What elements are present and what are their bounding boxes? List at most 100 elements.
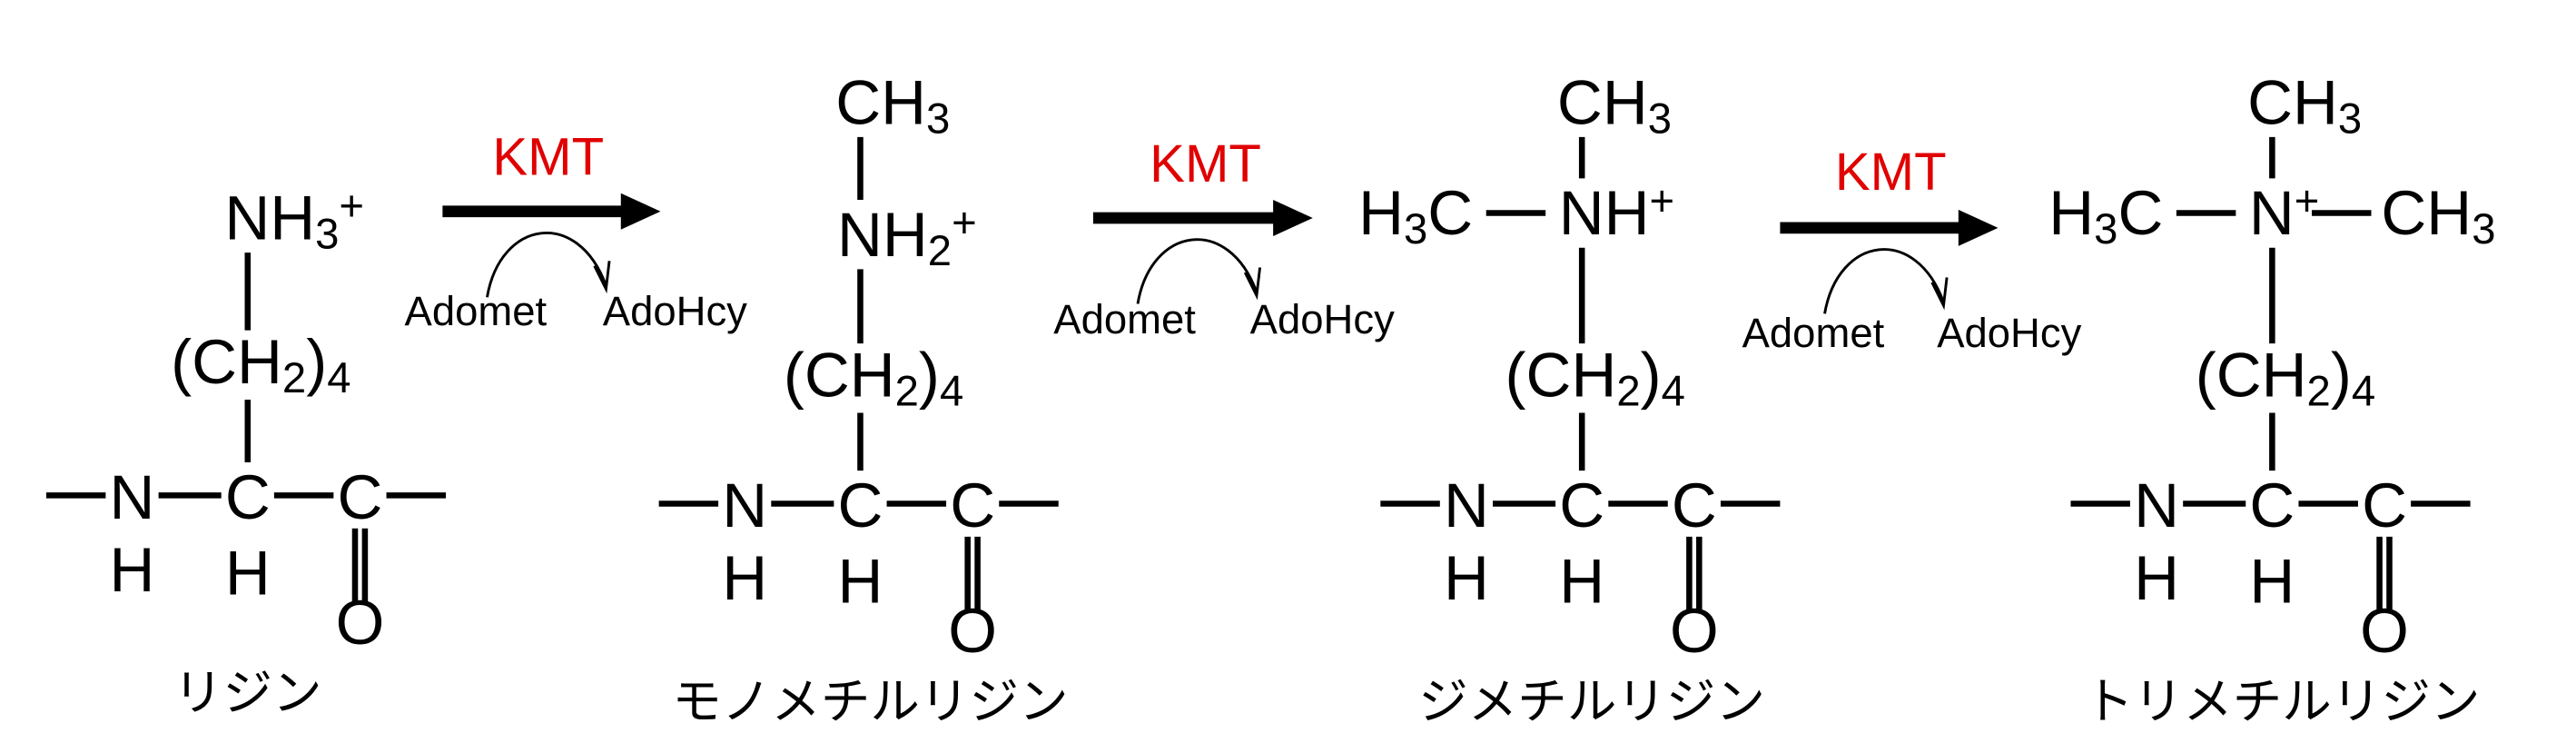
amide-hydrogen-text: H [110, 534, 155, 605]
amide-hydrogen: H [722, 542, 767, 613]
top-methyl-sub: 3 [2338, 95, 2362, 144]
left-methyl-sub: 3 [2094, 205, 2117, 253]
methylene-chain-text: ) [919, 339, 940, 410]
alpha-carbon: C [1559, 470, 1604, 540]
byproduct-label: AdoHcy [1250, 296, 1395, 342]
methylene-chain-text: (CH [1505, 339, 1617, 410]
carbonyl-oxygen-text: O [2360, 595, 2409, 666]
backbone-nitrogen: N [110, 461, 155, 532]
methylene-chain: (CH2)4 [171, 326, 350, 402]
amine-group-text: NH [837, 199, 928, 270]
carbonyl-oxygen: O [948, 595, 997, 666]
alpha-carbon-text: C [1559, 470, 1604, 540]
left-methyl: H3C [1358, 177, 1473, 253]
curved-arrow-icon [1136, 238, 1258, 304]
reaction-1: KMT Adomet AdoHcy [405, 128, 748, 334]
alpha-hydrogen: H [2249, 546, 2295, 617]
methylene-chain-sub: 4 [2352, 368, 2375, 416]
curved-arrow-head-icon [1243, 267, 1262, 301]
amine-group-sub: 2 [928, 227, 952, 275]
alpha-hydrogen: H [838, 546, 883, 617]
methylene-chain-sub: 4 [327, 354, 350, 402]
enzyme-label-text: KMT [1150, 134, 1261, 193]
left-methyl-sub: 3 [1404, 205, 1427, 253]
methylene-chain-sub: 2 [282, 354, 306, 402]
methylene-chain-text: ) [306, 326, 327, 397]
carbonyl-carbon: C [1672, 470, 1717, 540]
enzyme-label: KMT [492, 128, 604, 187]
amine-group-text: N [2249, 177, 2295, 248]
amine-group-sup: + [952, 199, 977, 247]
amine-group: NH2+ [837, 199, 977, 275]
right-methyl: CH3 [2381, 177, 2495, 253]
enzyme-label-text: KMT [492, 128, 604, 187]
amide-hydrogen-text: H [2134, 542, 2179, 613]
carbonyl-carbon-text: C [338, 461, 383, 532]
right-methyl-sub: 3 [2472, 205, 2495, 253]
methyl-donor-label-text: Adomet [1742, 310, 1885, 356]
methylene-chain-sub: 4 [940, 368, 963, 416]
carbonyl-oxygen: O [336, 587, 385, 658]
backbone-nitrogen-text: N [110, 461, 155, 532]
amide-hydrogen-text: H [1444, 542, 1489, 613]
top-methyl-sub: 3 [1648, 95, 1672, 144]
amide-hydrogen: H [1444, 542, 1489, 613]
alpha-carbon: C [225, 461, 271, 532]
left-methyl-text: H [1358, 177, 1404, 248]
alpha-hydrogen-text: H [225, 537, 271, 608]
methylene-chain: (CH2)4 [784, 339, 963, 415]
backbone-nitrogen-text: N [1444, 470, 1489, 540]
top-methyl: CH3 [2247, 66, 2362, 143]
backbone-nitrogen: N [1444, 470, 1489, 540]
carbonyl-carbon: C [950, 470, 995, 540]
byproduct-label-text: AdoHcy [1250, 296, 1395, 342]
reaction-arrow-head [620, 193, 661, 230]
reaction-arrow-head [1958, 209, 1999, 246]
backbone-nitrogen: N [722, 470, 767, 540]
curved-arrow-icon [1823, 248, 1945, 314]
top-methyl-text: CH [2247, 66, 2338, 137]
enzyme-label: KMT [1150, 134, 1261, 193]
top-methyl-text: CH [835, 66, 926, 137]
compound-name-text: ジメチルリジン [1418, 674, 1765, 729]
amide-hydrogen: H [110, 534, 155, 605]
carbonyl-carbon: C [338, 461, 383, 532]
compound-name-text: トリメチルリジン [2084, 674, 2480, 729]
methylene-chain-text: (CH [784, 339, 895, 410]
alpha-carbon-text: C [838, 470, 883, 540]
carbonyl-oxygen-text: O [336, 587, 385, 658]
alpha-carbon-text: C [225, 461, 271, 532]
methyl-donor-label: Adomet [1053, 296, 1196, 342]
methyl-donor-label-text: Adomet [405, 288, 548, 334]
curved-arrow-head-icon [593, 261, 611, 294]
enzyme-label-text: KMT [1835, 143, 1947, 202]
alpha-hydrogen: H [1559, 546, 1604, 617]
left-methyl-text: C [2117, 177, 2163, 248]
left-methyl: H3C [2048, 177, 2163, 253]
top-methyl: CH3 [835, 66, 950, 143]
byproduct-label-text: AdoHcy [603, 288, 747, 334]
byproduct-label: AdoHcy [1937, 310, 2081, 356]
methylene-chain-text: ) [1641, 339, 1662, 410]
right-methyl-text: CH [2381, 177, 2472, 248]
carbonyl-carbon: C [2362, 470, 2407, 540]
carbonyl-carbon-text: C [2362, 470, 2407, 540]
compound-name-text: モノメチルリジン [672, 674, 1068, 729]
alpha-carbon: C [2249, 470, 2295, 540]
alpha-hydrogen-text: H [838, 546, 883, 617]
carbonyl-oxygen-text: O [1670, 595, 1719, 666]
reaction-arrow-head [1273, 199, 1313, 236]
backbone-nitrogen-text: N [2134, 470, 2179, 540]
alpha-carbon-text: C [2249, 470, 2295, 540]
alpha-hydrogen: H [225, 537, 271, 608]
methylene-chain-text: (CH [2196, 339, 2307, 410]
byproduct-label-text: AdoHcy [1937, 310, 2081, 356]
compound-name: トリメチルリジン [2084, 674, 2480, 729]
top-methyl-sub: 3 [926, 95, 950, 144]
alpha-carbon: C [838, 470, 883, 540]
amine-group-sup: + [339, 182, 364, 230]
reaction-2: KMT Adomet AdoHcy [1053, 134, 1395, 342]
